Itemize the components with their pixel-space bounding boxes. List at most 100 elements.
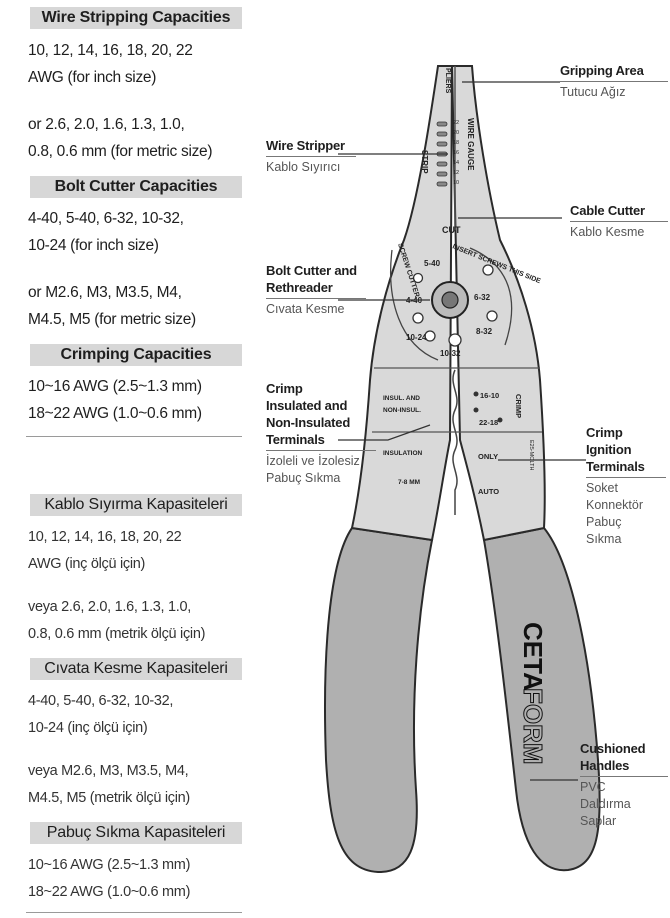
text-line: 10-24 (for inch size): [28, 237, 159, 254]
callout-en: Insulated and: [266, 398, 348, 413]
gauge-number: 22: [453, 120, 459, 126]
callout-tr: Cıvata Kesme: [266, 302, 345, 316]
range-22-18-label: 22-18: [479, 418, 498, 427]
crimping-values: 10~16 AWG (2.5~1.3 mm) 18~22 AWG (1.0~0.…: [28, 373, 253, 427]
text-line: 18~22 AWG (1.0~0.6 mm): [28, 405, 202, 422]
range-16-10-label: 16-10: [480, 391, 499, 400]
callout-cushioned-handles: Cushioned Handles PVC Daldırma Saplar: [580, 740, 668, 830]
callout-tr: Saplar: [580, 814, 617, 828]
callout-tr: Pabuç Sıkma: [266, 471, 341, 485]
callout-tr: Tutucu Ağız: [560, 85, 626, 99]
tr-crimping-values: 10~16 AWG (2.5~1.3 mm) 18~22 AWG (1.0~0.…: [28, 852, 253, 906]
only-label: ONLY: [478, 452, 498, 461]
left-handle: [324, 526, 434, 874]
non-insul-label: NON-INSUL.: [383, 407, 421, 414]
callout-en: Crimp: [586, 425, 623, 440]
model-label: E25-MOLTH: [528, 440, 534, 470]
text-line: 4-40, 5-40, 6-32, 10-32,: [28, 693, 174, 709]
divider: [26, 912, 242, 913]
wire-gauge-label: WIRE GAUGE: [466, 118, 475, 171]
pliers-label: PLIERS: [444, 68, 451, 94]
callout-rule: [266, 450, 376, 451]
text-line: M4.5, M5 (metrik ölçü için): [28, 790, 190, 806]
callout-tr: Kablo Kesme: [570, 225, 645, 239]
bolt-cutter-inch: 4-40, 5-40, 6-32, 10-32, 10-24 (for inch…: [28, 205, 253, 259]
text-line: 10-24 (inç ölçü için): [28, 720, 148, 736]
text-line: 4-40, 5-40, 6-32, 10-32,: [28, 210, 184, 227]
callout-tr: Daldırma: [580, 797, 631, 811]
text-line: 10~16 AWG (2.5~1.3 mm): [28, 378, 202, 395]
callout-en: Ignition: [586, 442, 632, 457]
callout-en: Gripping Area: [560, 63, 644, 78]
callout-rule: [266, 298, 366, 299]
leader-lines: [338, 81, 586, 781]
strip-holes: [436, 121, 448, 187]
crimp-label: CRIMP: [514, 394, 523, 418]
text-line: 0.8, 0.6 mm (metrik ölçü için): [28, 626, 206, 642]
gauge-numbers: 22 20 18 16 14 12 10: [453, 120, 459, 186]
callout-bolt-cutter: Bolt Cutter and Rethreader Cıvata Kesme: [266, 262, 366, 318]
callout-rule: [570, 221, 668, 222]
text-line: 18~22 AWG (1.0~0.6 mm): [28, 884, 191, 900]
brand-ceta: CETA: [518, 622, 548, 691]
callout-en: Non-Insulated: [266, 415, 351, 430]
text-line: veya M2.6, M3, M3.5, M4,: [28, 763, 189, 779]
insul-and-label: INSUL. AND: [383, 395, 420, 402]
text-line: AWG (inç ölçü için): [28, 556, 146, 572]
hole-label: 5-40: [424, 259, 441, 268]
callout-crimp-ignition: Crimp Ignition Terminals Soket Konnektör…: [586, 424, 666, 548]
wire-stripping-title: Wire Stripping Capacities: [30, 7, 242, 29]
mm78-label: 7-8 MM: [398, 479, 420, 486]
callout-en: Terminals: [586, 459, 645, 474]
callout-crimp-insulated: Crimp Insulated and Non-Insulated Termin…: [266, 380, 376, 487]
callout-cable-cutter: Cable Cutter Kablo Kesme: [570, 202, 668, 241]
hole-label: 8-32: [476, 327, 493, 336]
hole-label: 10-24: [406, 333, 427, 342]
callout-tr: Kablo Sıyırıcı: [266, 160, 341, 174]
ceta-form-logo: CETA FORM: [518, 622, 549, 765]
text-line: veya 2.6, 2.0, 1.6, 1.3, 1.0,: [28, 599, 191, 615]
tr-wire-stripping-metric: veya 2.6, 2.0, 1.6, 1.3, 1.0, 0.8, 0.6 m…: [28, 594, 253, 648]
insulation-label: INSULATION: [383, 450, 423, 457]
callout-rule: [560, 81, 668, 82]
crimping-title: Crimping Capacities: [30, 344, 242, 366]
callout-gripping-area: Gripping Area Tutucu Ağız: [560, 62, 668, 101]
text-line: 10, 12, 14, 16, 18, 20, 22: [28, 529, 182, 545]
tr-bolt-cutter-metric: veya M2.6, M3, M3.5, M4, M4.5, M5 (metri…: [28, 758, 253, 812]
wire-stripping-inch: 10, 12, 14, 16, 18, 20, 22 AWG (for inch…: [28, 37, 253, 91]
tr-crimping-title: Pabuç Sıkma Kapasiteleri: [30, 822, 242, 844]
gauge-number: 12: [453, 170, 459, 176]
cut-label: CUT: [442, 225, 461, 235]
callout-tr: Soket: [586, 481, 618, 495]
callout-en: Terminals: [266, 432, 325, 447]
callout-en: Bolt Cutter and: [266, 263, 357, 278]
callout-en: Handles: [580, 758, 630, 773]
text-line: M4.5, M5 (for metric size): [28, 311, 196, 328]
callout-en: Cable Cutter: [570, 203, 645, 218]
tr-bolt-cutter-inch: 4-40, 5-40, 6-32, 10-32, 10-24 (inç ölçü…: [28, 688, 253, 742]
callout-en: Rethreader: [266, 280, 333, 295]
gauge-number: 10: [453, 180, 459, 186]
gauge-number: 20: [453, 130, 459, 136]
right-jaw: [450, 65, 546, 542]
callout-tr: Pabuç: [586, 515, 622, 529]
bolt-cutter-metric: or M2.6, M3, M3.5, M4, M4.5, M5 (for met…: [28, 279, 253, 333]
right-handle: [482, 526, 601, 872]
callout-wire-stripper: Wire Stripper Kablo Sıyırıcı: [266, 137, 356, 176]
callout-rule: [586, 477, 666, 478]
callout-tr: Sıkma: [586, 532, 622, 546]
hole-label: 10-32: [440, 349, 461, 358]
callout-tr: İzoleli ve İzolesiz: [266, 454, 360, 468]
callout-tr: Konnektör: [586, 498, 643, 512]
divider: [26, 436, 242, 437]
text-line: or M2.6, M3, M3.5, M4,: [28, 284, 182, 301]
bolt-cutter-title: Bolt Cutter Capacities: [30, 176, 242, 198]
callout-en: Wire Stripper: [266, 138, 345, 153]
callout-en: Cushioned: [580, 741, 646, 756]
gauge-number: 16: [453, 150, 459, 156]
tr-bolt-cutter-title: Cıvata Kesme Kapasiteleri: [30, 658, 242, 680]
bolt-holes: [412, 264, 498, 347]
wire-stripping-metric: or 2.6, 2.0, 1.6, 1.3, 1.0, 0.8, 0.6 mm …: [28, 111, 253, 165]
text-line: 0.8, 0.6 mm (for metric size): [28, 143, 213, 160]
